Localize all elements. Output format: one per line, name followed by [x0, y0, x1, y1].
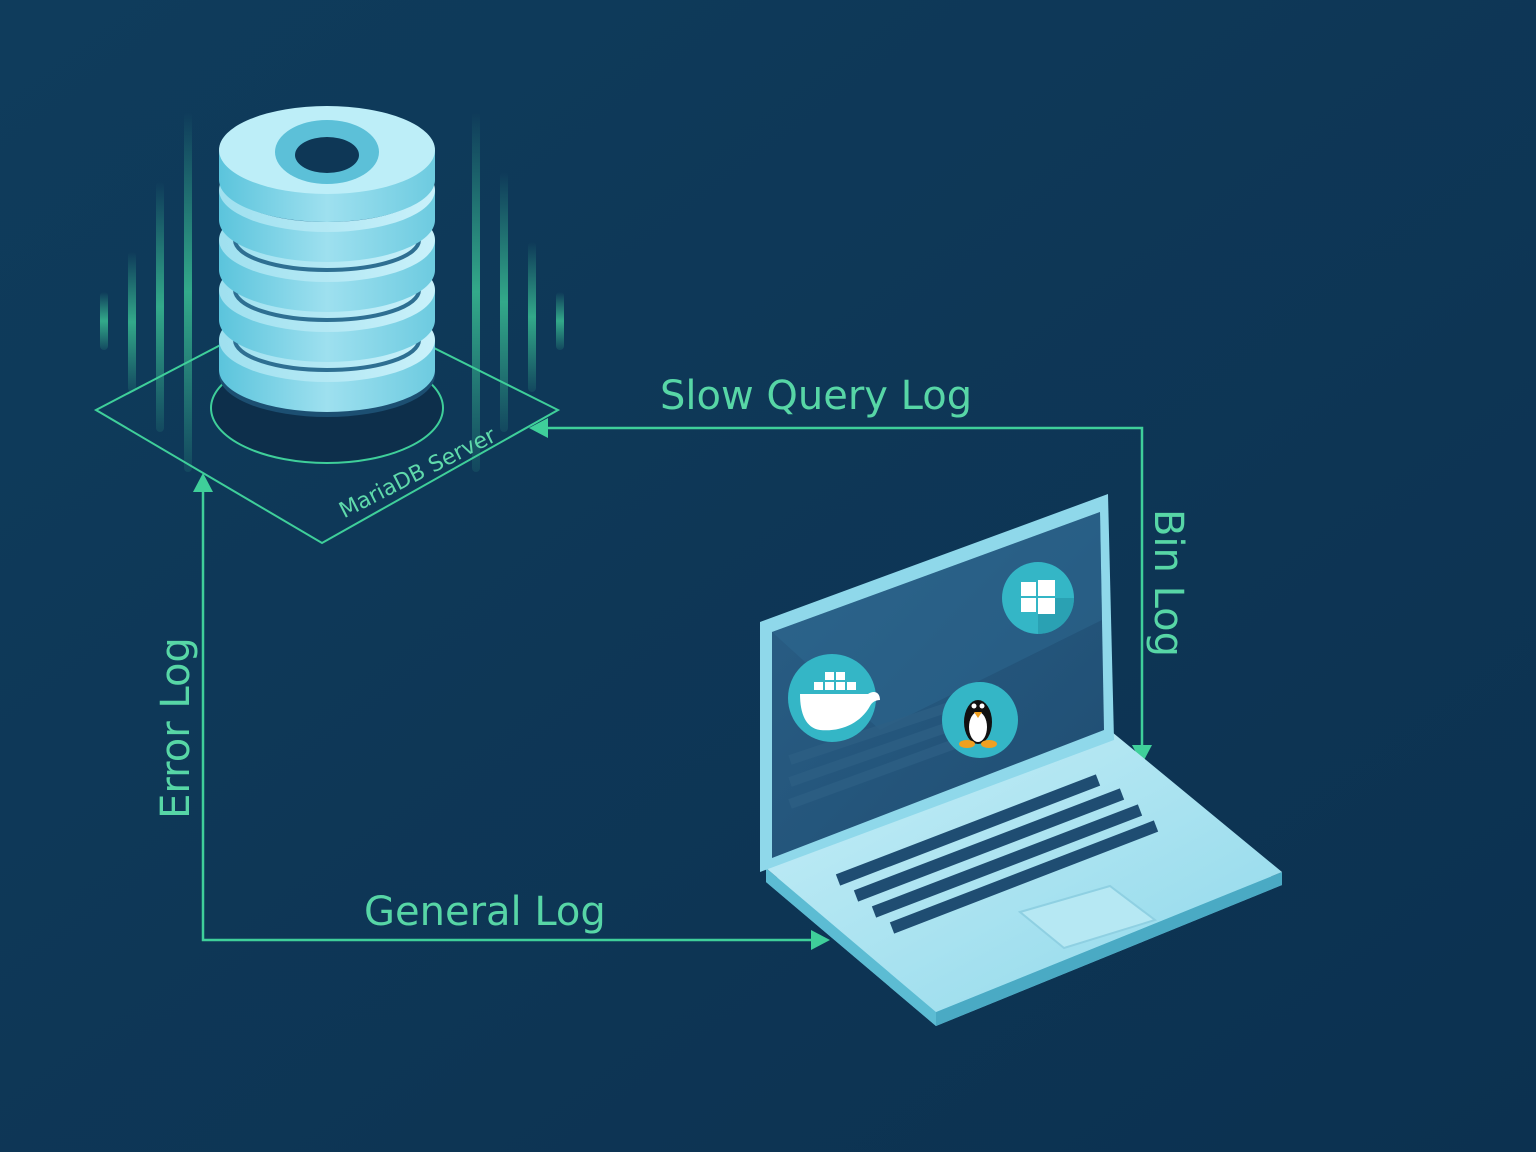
- arrow-to-laptop-icon: [811, 930, 830, 950]
- slow-query-log-label: Slow Query Log: [660, 373, 973, 419]
- flow-arrowheads: [193, 418, 1152, 950]
- windows-icon: [1002, 562, 1074, 634]
- arrow-up-icon: [193, 473, 213, 492]
- docker-icon: [788, 654, 880, 742]
- error-general-path: [201, 488, 818, 942]
- arrow-down-icon: [1132, 745, 1152, 764]
- trackpad: [1017, 884, 1158, 950]
- database-icon: [219, 106, 435, 417]
- bin-log-label: Bin Log: [1145, 508, 1191, 658]
- error-log-label: Error Log: [153, 637, 199, 819]
- linux-icon: [942, 682, 1018, 758]
- signal-bars: [100, 112, 564, 472]
- log-flow-lines: [201, 426, 1144, 942]
- slow-bin-path: [546, 426, 1144, 748]
- keyboard: [835, 774, 1159, 934]
- arrow-to-server-icon: [529, 418, 548, 438]
- general-log-label: General Log: [364, 889, 606, 935]
